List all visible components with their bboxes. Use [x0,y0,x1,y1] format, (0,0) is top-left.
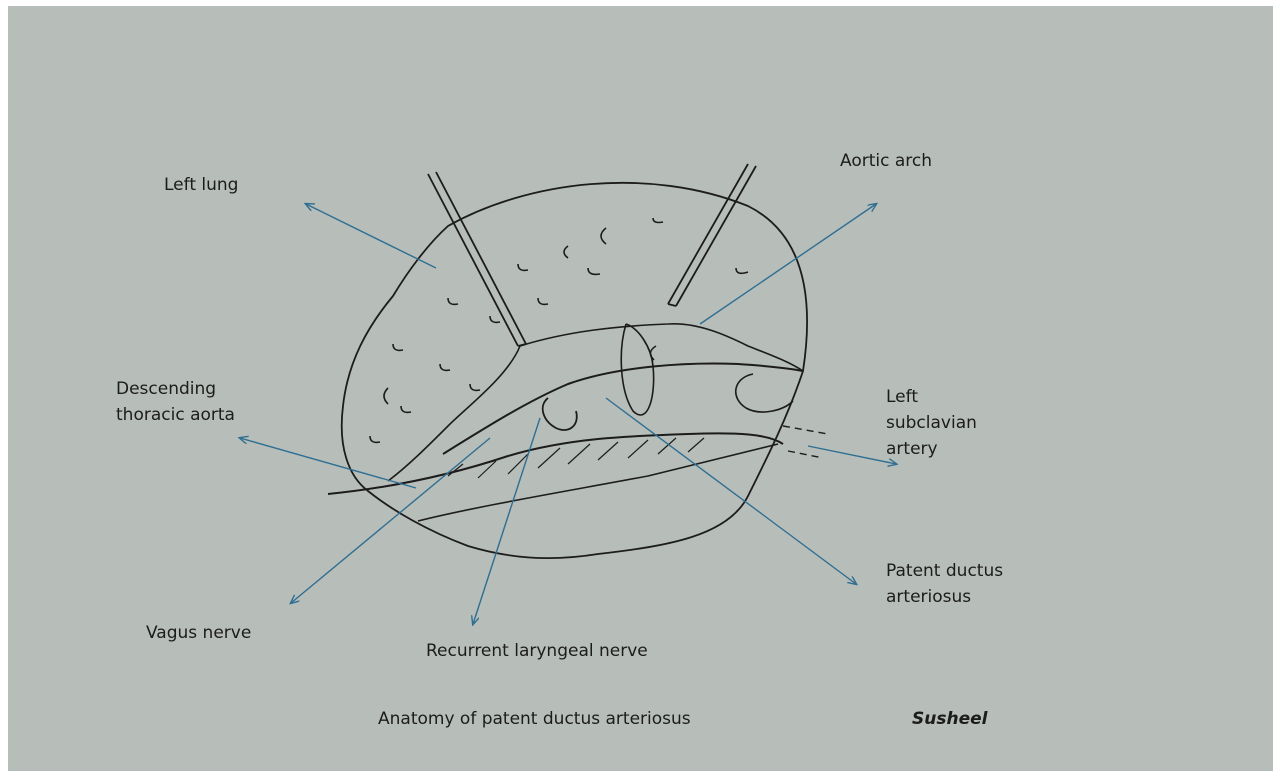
arrow-vagus-nerve [291,438,490,603]
label-descending-aorta-line2: thoracic aorta [116,402,235,428]
label-aortic-arch: Aortic arch [840,148,932,174]
label-patent-ductus-line1: Patent ductus [886,558,1003,584]
label-vagus-nerve: Vagus nerve [146,620,251,646]
label-left-subclavian: Left subclavian artery [886,384,977,462]
label-descending-aorta-line1: Descending [116,376,235,402]
arrow-patent-ductus [606,398,856,584]
lung-lower-edge [388,346,520,481]
lung-texture [370,218,748,442]
label-patent-ductus-line2: arteriosus [886,584,1003,610]
arrow-recurrent-laryngeal [473,418,540,624]
arrow-descending-aorta [240,438,416,488]
vessel-loop-right [736,374,793,412]
subclavian-dashes [783,426,828,458]
author-credit: Susheel [912,706,987,732]
vessel-loop-left [543,398,577,430]
label-patent-ductus: Patent ductus arteriosus [886,558,1003,610]
aorta-lower-contour [328,433,783,494]
label-descending-aorta: Descending thoracic aorta [116,376,235,428]
surgical-field-outline [342,183,807,558]
leader-arrows [240,204,896,624]
label-left-subclavian-line3: artery [886,436,977,462]
ductus-contour [418,444,778,521]
label-left-subclavian-line2: subclavian [886,410,977,436]
lung-boundary [520,324,803,371]
retractor-right [668,164,756,306]
diagram-canvas: Left lung Aortic arch Descending thoraci… [8,6,1273,771]
arrow-aortic-arch [700,204,876,324]
label-recurrent-laryngeal: Recurrent laryngeal nerve [426,638,648,664]
arrow-left-lung [306,204,436,268]
arrow-left-subclavian [808,446,896,464]
label-left-subclavian-line1: Left [886,384,977,410]
label-left-lung: Left lung [164,172,238,198]
figure-caption: Anatomy of patent ductus arteriosus [378,706,691,732]
